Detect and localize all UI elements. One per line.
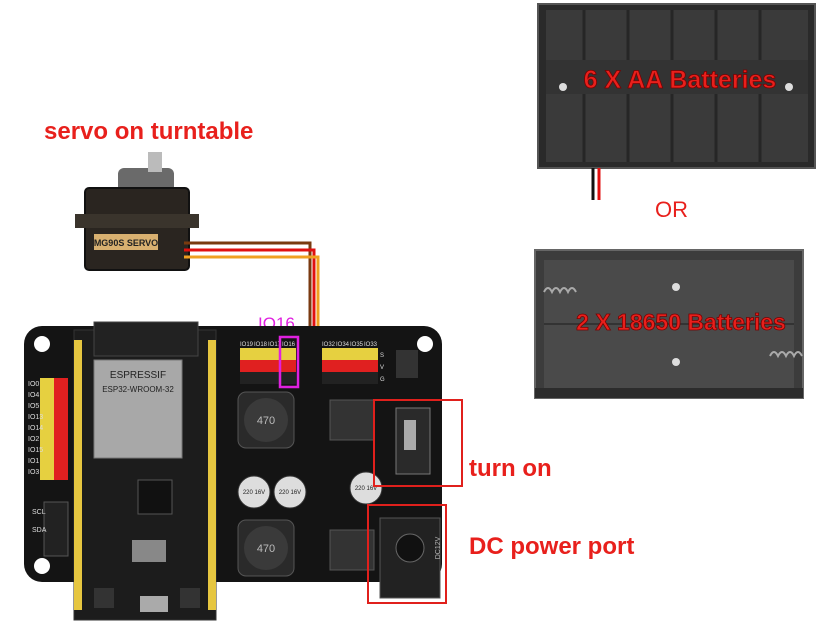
aa-battery-wires — [593, 168, 599, 200]
servo-motor — [75, 152, 199, 270]
row-letter: V — [380, 365, 384, 371]
pin-label: IO16 — [282, 342, 296, 348]
aa-battery-text: 6 X AA Batteries — [584, 66, 777, 94]
cap-label: 220 16V — [279, 490, 301, 496]
esp-brand-text: ESPRESSIF — [110, 370, 166, 381]
pin-label: IO35 — [350, 342, 364, 348]
pin-label: IO34 — [336, 342, 350, 348]
row-letter: S — [380, 353, 384, 359]
pin-label: IO4 — [28, 392, 39, 399]
inductor-2-text: 470 — [257, 543, 275, 555]
pin-label: IO13 — [28, 414, 43, 421]
pin-label: IO19 — [240, 342, 254, 348]
18650-battery-text: 2 X 18650 Batteries — [576, 309, 786, 335]
pin-label: IO3 — [28, 469, 39, 476]
pin-label: IO18 — [254, 342, 268, 348]
esp-model-text: ESP32-WROOM-32 — [102, 385, 174, 394]
cap-label: 220 16V — [243, 490, 265, 496]
pin-label: IO5 — [28, 403, 39, 410]
pin-label: IO15 — [28, 447, 43, 454]
pin-label: IO33 — [364, 342, 378, 348]
row-letter: G — [380, 377, 385, 383]
servo-model-text: MG90S SERVO — [94, 238, 158, 248]
pin-label-scl: SCL — [32, 509, 46, 516]
pin-label: IO1 — [28, 458, 39, 465]
inductor-1-text: 470 — [257, 415, 275, 427]
dc-jack-text: DC12V — [435, 536, 442, 559]
pin-label-sda: SDA — [32, 527, 47, 534]
pin-label: IO14 — [28, 425, 43, 432]
pin-label: IO0 — [28, 381, 39, 388]
pin-label: IO32 — [322, 342, 336, 348]
pin-label: IO2 — [28, 436, 39, 443]
